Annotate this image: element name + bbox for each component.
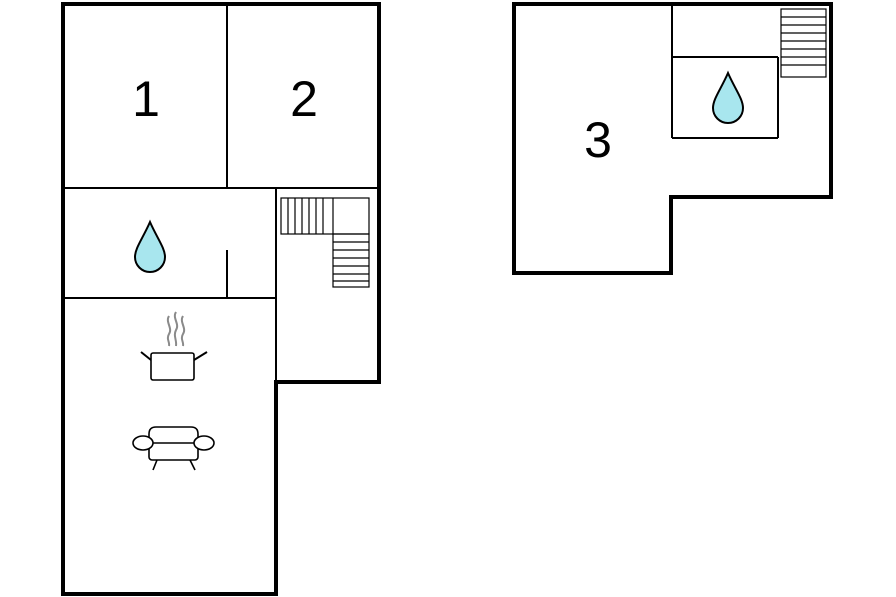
room-label-3: 3: [584, 112, 612, 168]
upper-floor-outline: [512, 2, 833, 275]
cooking-pot-icon: [140, 311, 208, 381]
staircase-icon: [780, 8, 827, 78]
staircase-icon: [280, 197, 370, 288]
sofa-icon: [132, 426, 215, 471]
water-drop-icon: [133, 219, 167, 273]
ground-floor: 1 2: [61, 2, 381, 596]
room-label-2: 2: [290, 71, 318, 127]
upper-floor: 3: [512, 2, 833, 275]
water-drop-icon: [711, 70, 745, 124]
room-label-1: 1: [132, 71, 160, 127]
